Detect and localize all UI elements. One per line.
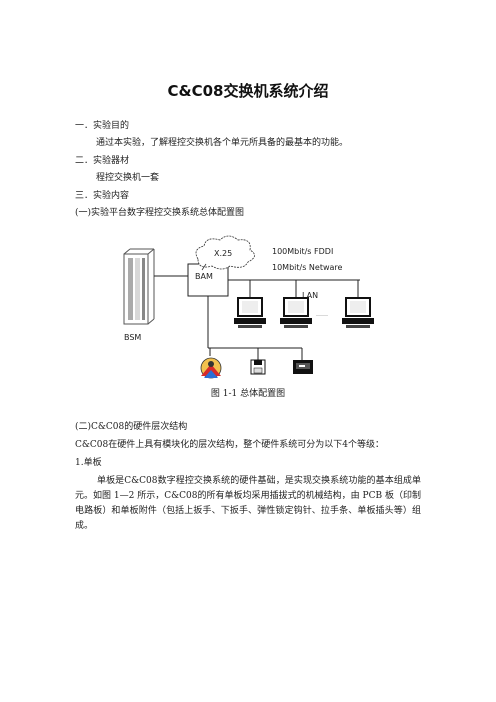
bsm-cabinet-icon (123, 248, 155, 325)
operator-icon (200, 357, 222, 379)
document-title: C&C08交换机系统介绍 (167, 82, 329, 100)
system-configuration-figure: BSM BAM X.25 100Mbit/s FDDI 10Mbit/s Net… (123, 235, 374, 379)
section-3-heading: 三．实验内容 (75, 191, 130, 201)
section-3-sub-1: (一)实验平台数字程控交换系统总体配置图 (75, 208, 245, 218)
lan-label: LAN (302, 291, 318, 300)
section-2-body: 程控交换机一套 (96, 173, 160, 183)
section-3-sub-2: (二)C&C08的硬件层次结构 (75, 422, 188, 432)
net-label-netware: 10Mbit/s Netware (272, 263, 343, 272)
computer-icon (342, 297, 374, 328)
bsm-label: BSM (124, 333, 141, 342)
printer-icon (293, 360, 313, 374)
section-3-sub-2-body: C&C08在硬件上具有模块化的层次结构，整个硬件系统可分为以下4个等级： (75, 440, 384, 450)
figure-caption: 图 1-1 总体配置图 (210, 389, 286, 399)
net-label-fddi: 100Mbit/s FDDI (272, 247, 333, 256)
item-1-paragraph: 单板是C&C08数字程控交换系统的硬件基础，是实现交换系统功能的基本组成单元。如… (75, 476, 421, 531)
computer-icon (280, 297, 312, 328)
section-1-heading: 一．实验目的 (75, 121, 130, 131)
dots-label: …… (316, 311, 328, 318)
section-2-heading: 二．实验器材 (75, 156, 130, 166)
computer-icon (234, 297, 266, 328)
item-1-heading: 1.单板 (75, 458, 102, 468)
x25-cloud-icon (195, 235, 255, 271)
section-1-body: 通过本实验，了解程控交换机各个单元所具备的最基本的功能。 (96, 138, 349, 148)
bam-label: BAM (195, 272, 213, 281)
disk-icon (250, 359, 266, 375)
x25-label: X.25 (214, 249, 232, 258)
